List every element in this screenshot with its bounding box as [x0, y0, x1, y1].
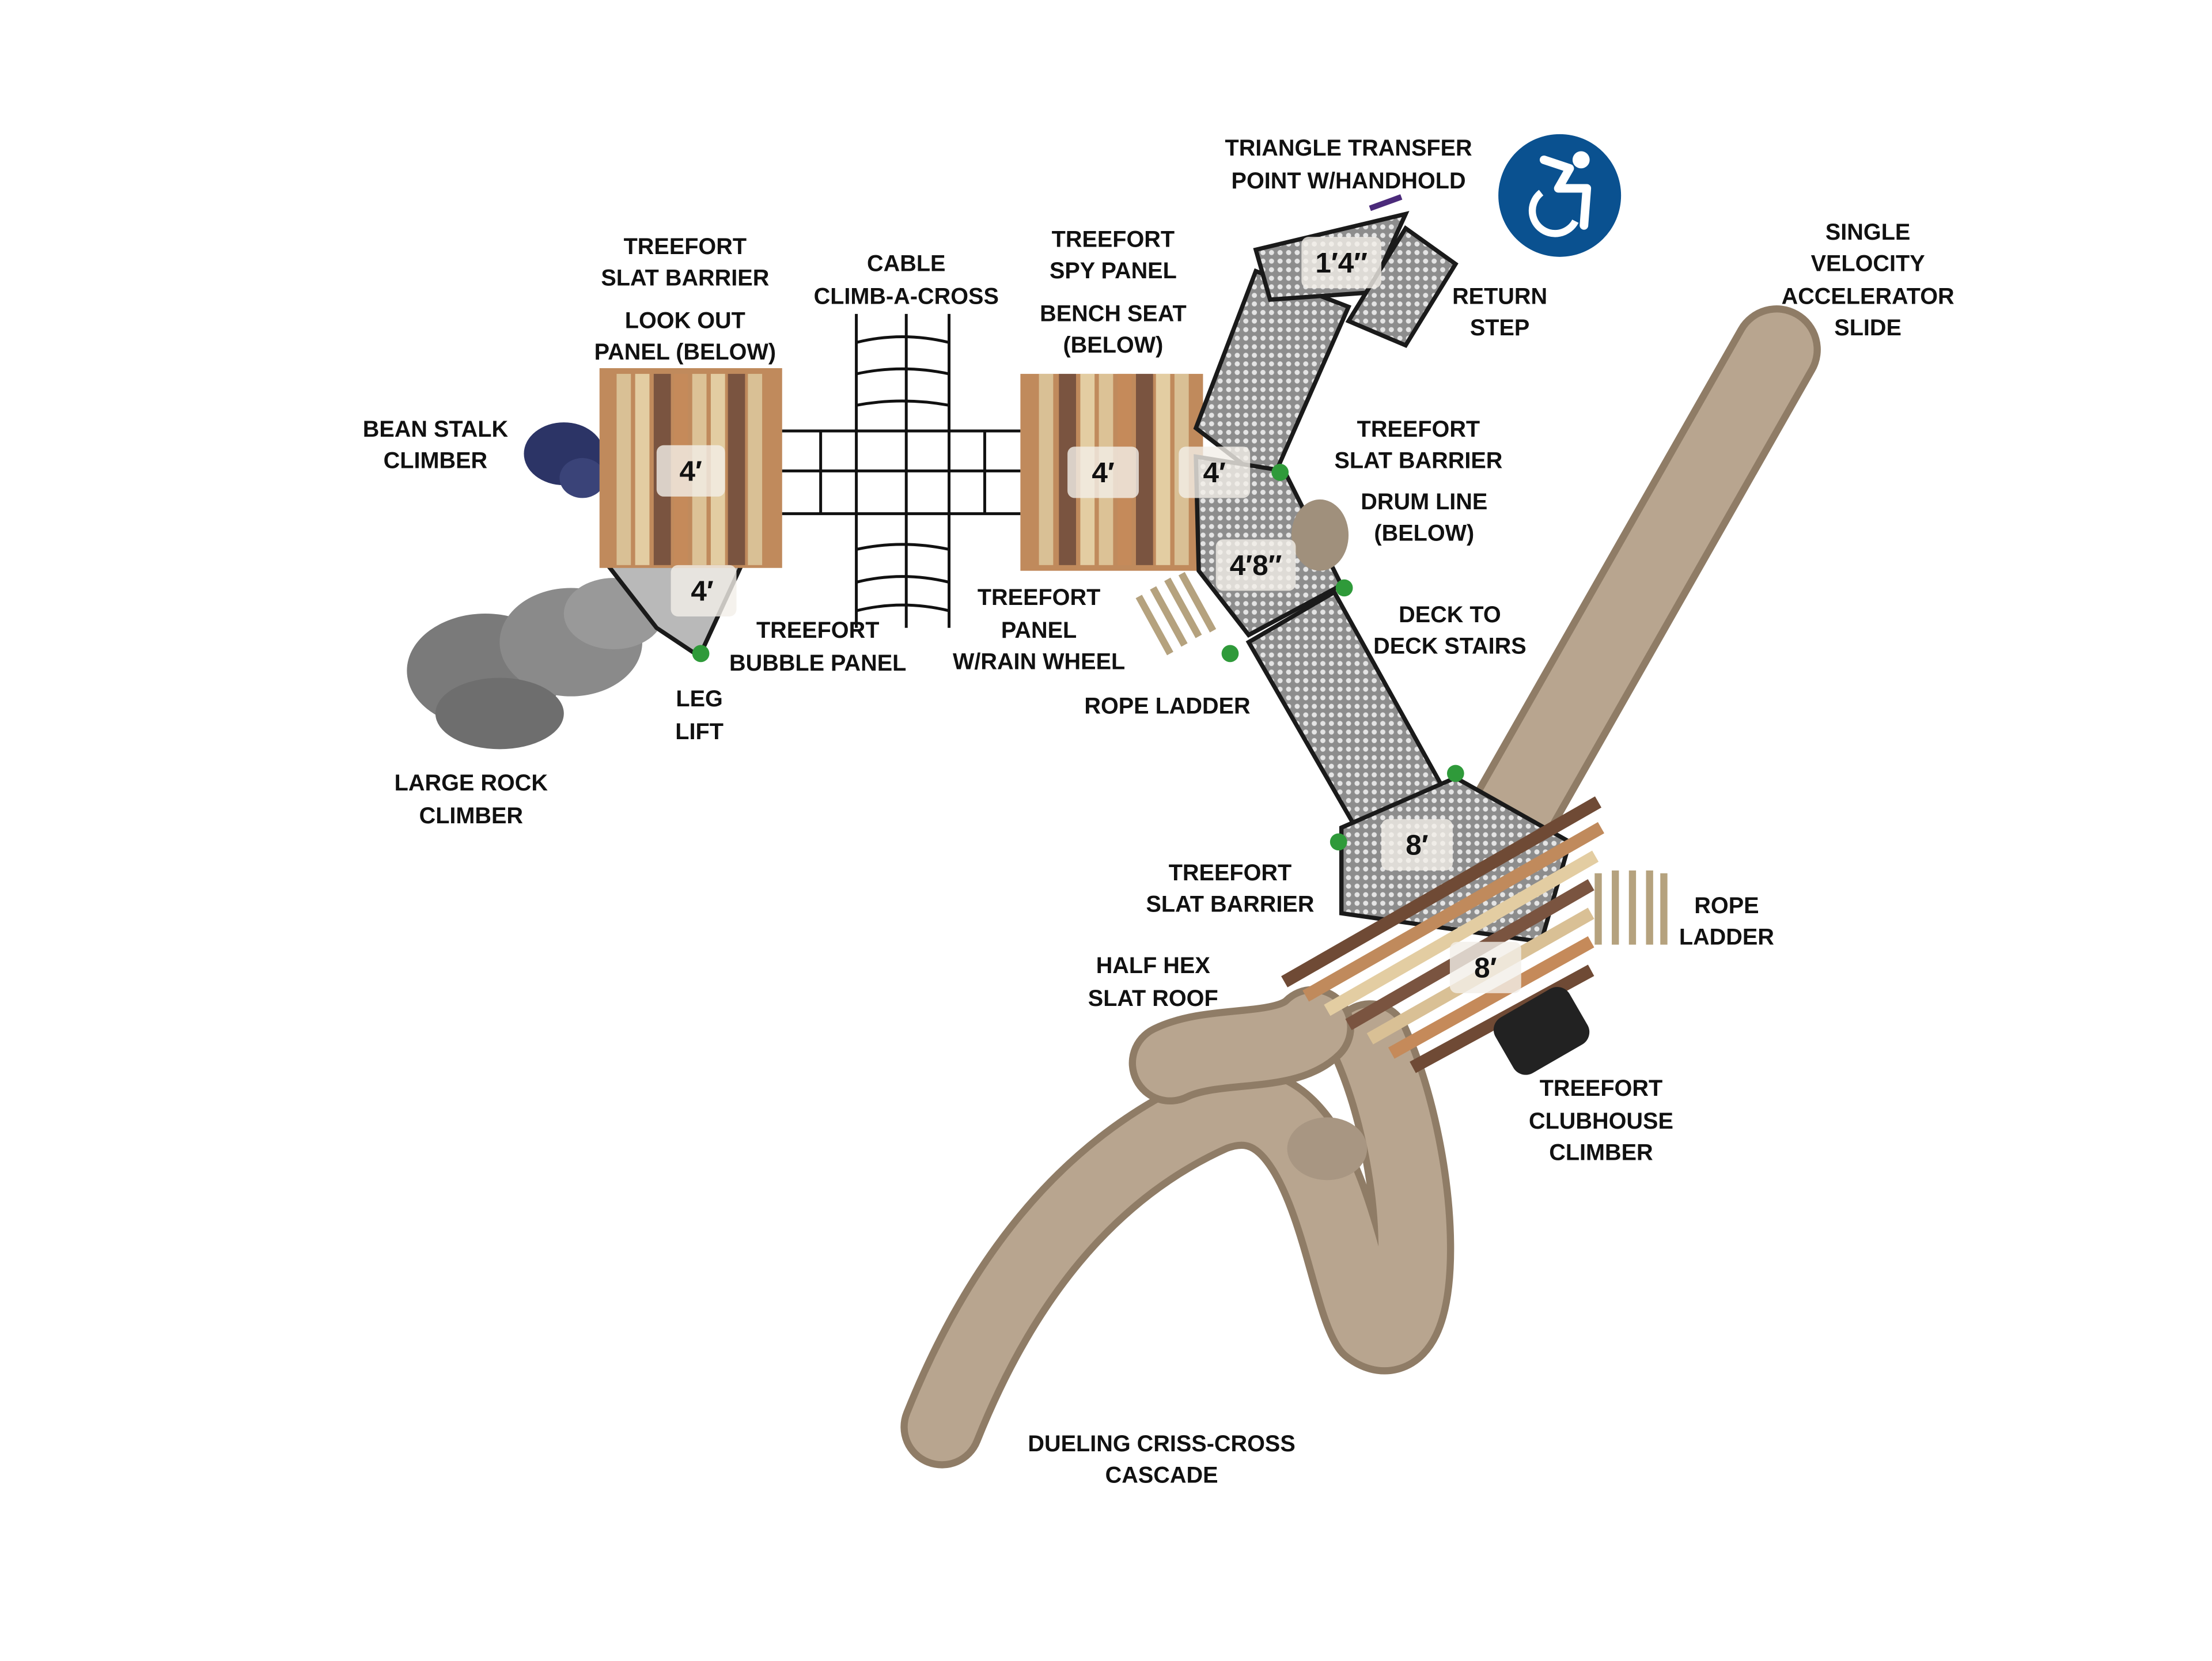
- svg-text:8′: 8′: [1406, 830, 1428, 861]
- height-badge: 8′: [1449, 941, 1521, 993]
- bean-stalk-climber: [524, 422, 605, 498]
- label-rope-ladder-upper: ROPE LADDER: [1084, 693, 1250, 718]
- height-badge: 4′: [1067, 447, 1139, 498]
- svg-text:4′: 4′: [1203, 457, 1226, 489]
- large-rock-climber: [407, 578, 664, 750]
- svg-text:4′8″: 4′8″: [1230, 550, 1282, 581]
- height-badge: 8′: [1381, 819, 1453, 871]
- return-step: [1345, 225, 1459, 349]
- height-badge: 4′: [656, 445, 725, 497]
- label-drum-line: DRUM LINE(BELOW): [1361, 489, 1487, 546]
- svg-text:1′4″: 1′4″: [1315, 247, 1368, 279]
- middle-treefort-tower: [1020, 373, 1203, 571]
- clamps: [692, 463, 1464, 851]
- label-bench-seat: BENCH SEAT(BELOW): [1040, 301, 1187, 357]
- single-velocity-accelerator-slide: [1468, 305, 1821, 858]
- svg-text:4′: 4′: [1092, 457, 1114, 489]
- svg-text:4′: 4′: [680, 456, 702, 487]
- rope-ladder-upper: [1135, 572, 1217, 656]
- deck-height-badges: 4′ 4′ 4′ 4′ 4′8″ 1′4″ 8′ 8′: [656, 237, 1521, 993]
- height-badge: 1′4″: [1301, 237, 1382, 289]
- wheelchair-icon: [1498, 134, 1622, 257]
- drum-line: [1291, 499, 1349, 571]
- svg-text:4′: 4′: [691, 576, 713, 607]
- svg-text:8′: 8′: [1474, 952, 1497, 984]
- rope-ladder-lower: [1594, 870, 1668, 945]
- height-badge: 4′: [1179, 447, 1251, 498]
- dueling-criss-cross-cascade: [900, 986, 1455, 1469]
- treefort-clubhouse-climber: [1493, 986, 1590, 1075]
- height-badge: 4′8″: [1215, 539, 1296, 591]
- height-badge: 4′: [671, 565, 737, 616]
- cable-climb-a-cross: [782, 313, 1021, 628]
